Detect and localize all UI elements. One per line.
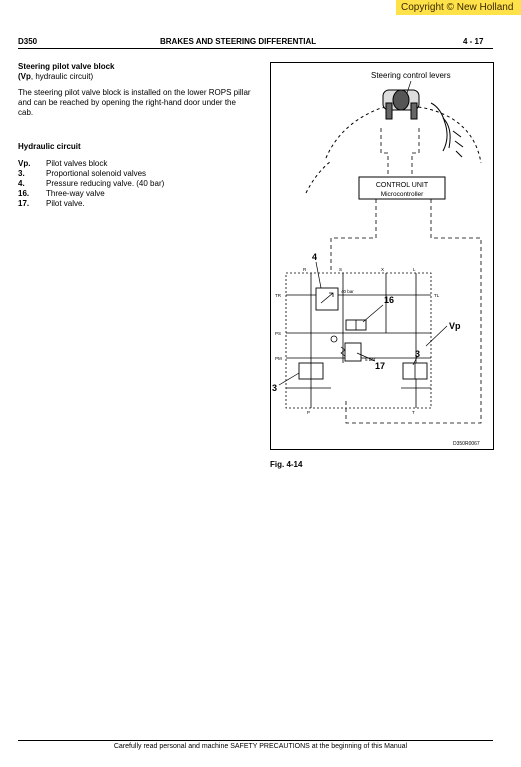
footer-rule: [18, 740, 493, 741]
callout-3-left: 3: [272, 383, 277, 393]
port-p: P: [307, 410, 310, 415]
port-s: S: [339, 267, 342, 272]
description-paragraph: The steering pilot valve block is instal…: [18, 88, 251, 117]
pilot-valve: [344, 342, 362, 362]
subtitle-code: (Vp: [18, 72, 31, 81]
component-list: Vp. Pilot valves block 3. Proportional sol…: [18, 159, 164, 209]
figure-caption: Fig. 4-14: [270, 460, 303, 469]
item-number: 16.: [18, 189, 30, 198]
item-text: Pressure reducing valve. (40 bar): [46, 179, 165, 188]
control-unit-label: CONTROL UNIT: [376, 182, 429, 189]
item-text: Pilot valve.: [46, 199, 85, 208]
pressure-40-label: 40 bar: [341, 289, 354, 294]
footer-text: Carefully read personal and machine SAFE…: [113, 743, 408, 750]
item-number: 4.: [18, 179, 25, 188]
list-item: 17. Pilot valve.: [18, 199, 164, 209]
item-text: Proportional solenoid valves: [46, 169, 147, 178]
port-pm: PM: [275, 356, 282, 361]
list-item: Vp. Pilot valves block: [18, 159, 164, 169]
port-x: X: [381, 267, 384, 272]
port-l: L: [413, 267, 416, 272]
callout-4: 4: [312, 252, 317, 262]
item-number: 3.: [18, 169, 25, 178]
item-number: 17.: [18, 199, 30, 208]
section-title: Steering pilot valve block: [18, 62, 115, 71]
callout-3-right: 3: [415, 349, 420, 359]
hydraulic-circuit-title: Hydraulic circuit: [18, 142, 81, 151]
header-section-title: BRAKES AND STEERING DIFFERENTIAL: [160, 37, 317, 46]
header-rule: [18, 48, 493, 49]
port-ps: PS: [275, 331, 281, 336]
figure-frame: Steering control levers CONTROL UNIT Mic…: [270, 62, 494, 450]
section-subtitle: (Vp, hydraulic circuit): [18, 72, 253, 82]
copyright-banner: Copyright © New Holland: [396, 0, 521, 15]
callout-vp: Vp: [449, 321, 461, 331]
levers-label: Steering control levers: [371, 71, 451, 80]
steering-levers-illustration: [305, 89, 482, 194]
header-model: D350: [18, 37, 38, 46]
check-valve: [330, 335, 338, 343]
list-item: 3. Proportional solenoid valves: [18, 169, 164, 179]
callout-16: 16: [384, 295, 394, 305]
hydraulic-diagram: Steering control levers CONTROL UNIT Mic…: [272, 71, 482, 447]
item-text: Three-way valve: [46, 189, 105, 198]
figure-code: D350R0067: [453, 441, 480, 447]
port-r: R: [303, 267, 307, 272]
port-t: T: [412, 410, 415, 415]
subtitle-rest: , hydraulic circuit): [30, 72, 94, 81]
control-unit-box: [358, 176, 446, 200]
valve-block-outline: [285, 272, 432, 409]
hydraulic-lines: [286, 273, 431, 408]
list-item: 4. Pressure reducing valve. (40 bar): [18, 179, 164, 189]
text-column: Steering pilot valve block (Vp, hydrauli…: [18, 62, 253, 209]
pressure-5-label: 5 bar: [365, 357, 376, 362]
port-tl: TL: [434, 293, 440, 298]
control-unit-sublabel: Microcontroller: [381, 191, 424, 198]
callout-17: 17: [375, 361, 385, 371]
header-page-number: 4 - 17: [463, 37, 484, 46]
port-tr: TR: [275, 293, 282, 298]
item-number: Vp.: [18, 159, 31, 168]
pressure-reducing-valve: [315, 287, 339, 311]
list-item: 16. Three-way valve: [18, 189, 164, 199]
item-text: Pilot valves block: [46, 159, 108, 168]
